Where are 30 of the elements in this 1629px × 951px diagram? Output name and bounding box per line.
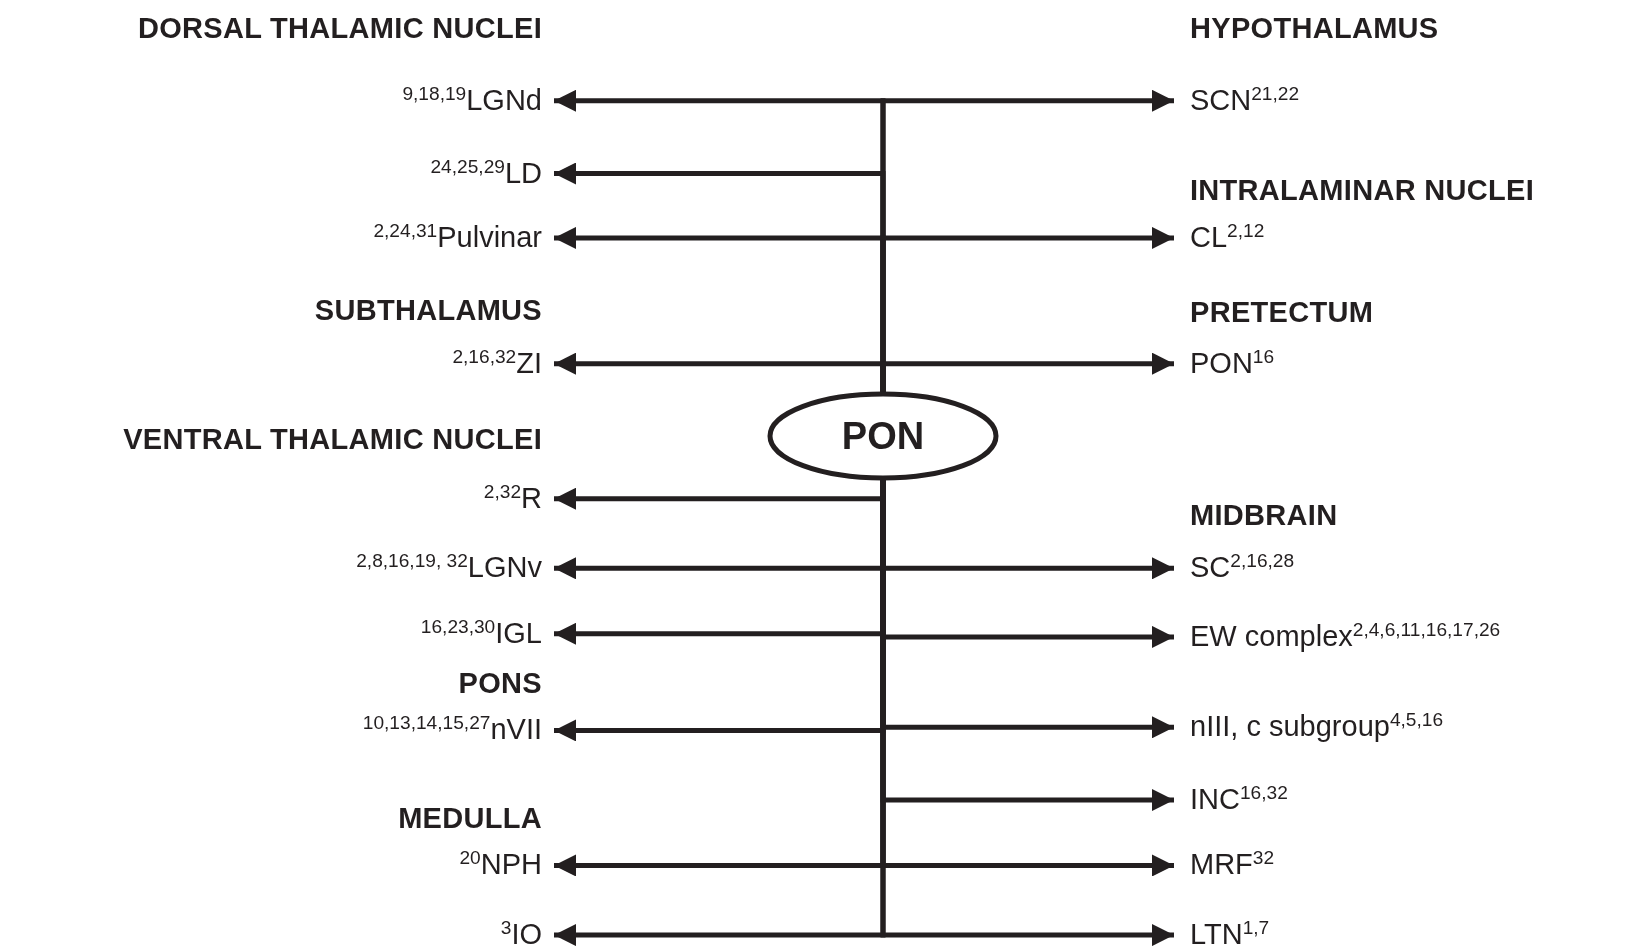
nucleus-name: $^{20}$NPH xyxy=(459,849,542,882)
nucleus-name: INC$^{16,32}$ xyxy=(1190,784,1288,816)
region-heading: SUBTHALAMUS xyxy=(314,293,542,327)
nucleus-name: CL$^{2,12}$ xyxy=(1190,222,1265,254)
region-heading: INTRALAMINAR NUCLEI xyxy=(1190,173,1534,207)
nucleus-name: $^{2,32}$R xyxy=(483,482,542,515)
nucleus-name: EW complex$^{2,4,6,11,16,17,26}$ xyxy=(1190,620,1501,653)
region-heading: MEDULLA xyxy=(398,801,542,835)
nucleus-name: MRF$^{32}$ xyxy=(1190,849,1275,882)
nucleus-name: $^{3}$IO xyxy=(500,919,542,951)
nucleus-name: $^{10,13,14,15,27}$nVII xyxy=(362,714,542,747)
nucleus-name: $^{9,18,19}$LGNd xyxy=(402,84,542,117)
nucleus-name: $^{2,16,32}$ZI xyxy=(452,347,542,380)
nucleus-name: $^{2,8,16,19, 32}$LGNv xyxy=(356,552,542,585)
arrow xyxy=(880,352,1174,393)
region-heading: DORSAL THALAMIC NUCLEI xyxy=(138,11,542,45)
nucleus-name: PON$^{16}$ xyxy=(1190,347,1275,380)
region-heading: VENTRAL THALAMIC NUCLEI xyxy=(123,423,542,456)
nucleus-name: SCN$^{21,22}$ xyxy=(1190,84,1300,117)
region-heading: HYPOTHALAMUS xyxy=(1190,11,1439,45)
nucleus-name: LTN$^{1,7}$ xyxy=(1190,919,1270,951)
nucleus-name: $^{2,24,31}$Pulvinar xyxy=(373,222,542,254)
nucleus-name: $^{24,25,29}$LD xyxy=(430,157,542,190)
region-heading: MIDBRAIN xyxy=(1190,498,1338,532)
ellipse-node: PON xyxy=(767,391,999,481)
nucleus-name: nIII, c subgroup$^{4,5,16}$ xyxy=(1190,711,1444,744)
region-heading: PONS xyxy=(458,666,542,700)
nucleus-name: SC$^{2,16,28}$ xyxy=(1190,552,1295,585)
nucleus-name: $^{16,23,30}$IGL xyxy=(420,617,542,650)
region-heading: PRETECTUM xyxy=(1190,295,1374,329)
